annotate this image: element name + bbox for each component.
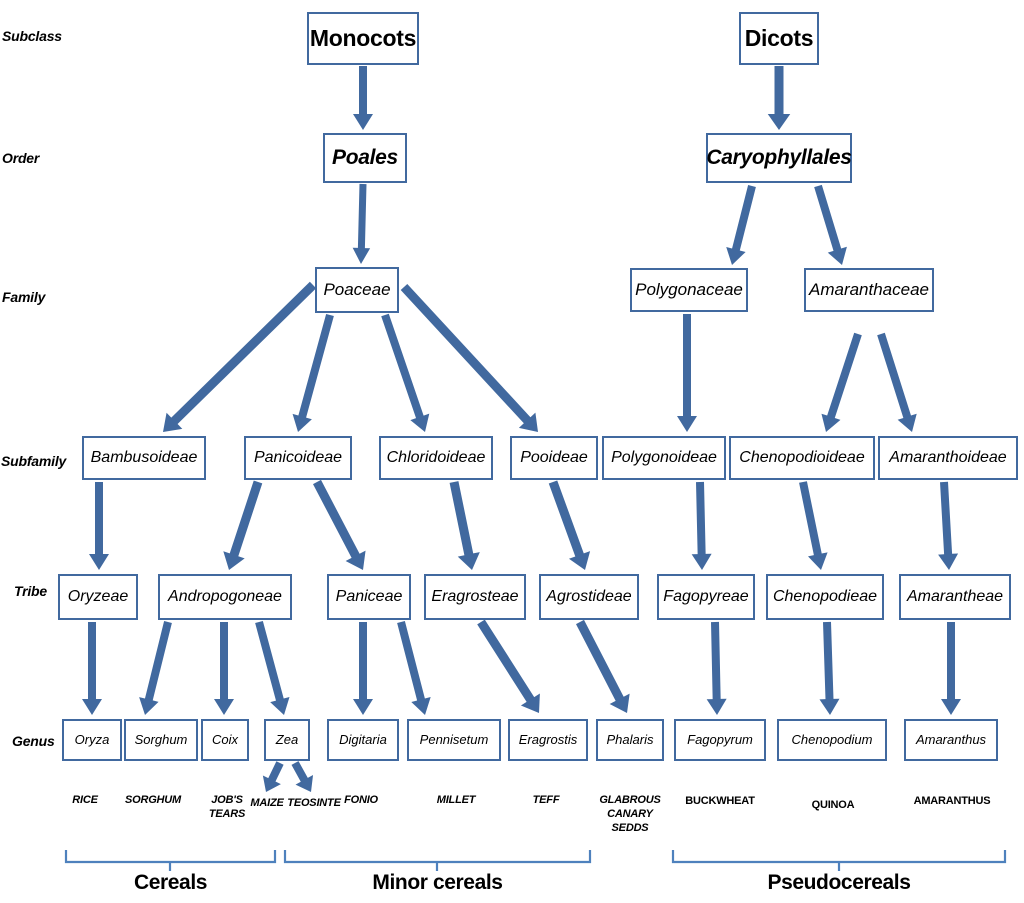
taxon-node-zea[interactable]: Zea bbox=[264, 719, 310, 761]
arrow-andropogoneae-zea bbox=[255, 620, 290, 715]
taxon-node-agrostideae[interactable]: Agrostideae bbox=[539, 574, 639, 620]
arrow-poaceae-chloridoideae bbox=[381, 313, 430, 432]
arrow-agrostideae-phalaris bbox=[576, 619, 630, 713]
arrow-panicoideae-andropogoneae bbox=[223, 480, 263, 570]
taxon-node-dicots[interactable]: Dicots bbox=[739, 12, 819, 65]
arrow-amaranthaceae-amaranthoideae bbox=[877, 332, 917, 432]
common-name-millet: MILLET bbox=[436, 794, 476, 806]
arrow-dicots-caryophyllales bbox=[767, 66, 791, 130]
arrow-caryophyllales-polygonaceae bbox=[726, 185, 756, 265]
arrow-andropogoneae-coix bbox=[214, 622, 234, 715]
taxon-node-amaranthaceae[interactable]: Amaranthaceae bbox=[804, 268, 934, 312]
group-label-cereals: Cereals bbox=[133, 871, 208, 894]
common-name-maize: MAIZE bbox=[250, 797, 284, 809]
taxon-node-chenopodium[interactable]: Chenopodium bbox=[777, 719, 887, 761]
taxon-node-amaranthus[interactable]: Amaranthus bbox=[904, 719, 998, 761]
taxon-node-oryza[interactable]: Oryza bbox=[62, 719, 122, 761]
arrow-chenopodioideae-chenopodieae bbox=[799, 481, 828, 570]
taxon-node-fagopyreae[interactable]: Fagopyreae bbox=[657, 574, 755, 620]
taxon-node-pooideae[interactable]: Pooideae bbox=[510, 436, 598, 480]
taxon-node-pennisetum[interactable]: Pennisetum bbox=[407, 719, 501, 761]
common-name-teosinte: TEOSINTE bbox=[287, 797, 341, 809]
bracket-cereals bbox=[64, 850, 277, 871]
taxon-node-phalaris[interactable]: Phalaris bbox=[596, 719, 664, 761]
arrow-zea-maize bbox=[262, 761, 284, 792]
arrow-monocots-poales bbox=[353, 66, 373, 130]
taxon-node-caryophyllales[interactable]: Caryophyllales bbox=[706, 133, 852, 183]
taxon-node-digitaria[interactable]: Digitaria bbox=[327, 719, 399, 761]
arrow-bambusoideae-oryzeae bbox=[89, 482, 109, 570]
group-label-minor-cereals: Minor cereals bbox=[372, 871, 503, 894]
common-name-quinoa: QUINOA bbox=[811, 799, 855, 811]
taxon-node-eragrosteae[interactable]: Eragrosteae bbox=[424, 574, 526, 620]
taxon-node-poaceae[interactable]: Poaceae bbox=[315, 267, 399, 313]
taxon-node-coix[interactable]: Coix bbox=[201, 719, 249, 761]
common-name-amaranthus: AMARANTHUS bbox=[913, 795, 991, 807]
common-name-teff: TEFF bbox=[532, 794, 560, 806]
taxon-node-polygonaceae[interactable]: Polygonaceae bbox=[630, 268, 748, 312]
arrow-polygonoideae-fagopyreae bbox=[691, 481, 712, 570]
arrow-oryzeae-oryza bbox=[82, 622, 102, 715]
arrow-zea-teosinte bbox=[291, 761, 314, 792]
arrow-poaceae-bambusoideae bbox=[163, 281, 317, 432]
arrow-andropogoneae-sorghum bbox=[139, 621, 172, 715]
taxon-node-bambusoideae[interactable]: Bambusoideae bbox=[82, 436, 206, 480]
arrow-paniceae-pennisetum bbox=[397, 621, 431, 715]
arrow-chenopodieae-chenopodium bbox=[819, 621, 840, 715]
rank-label-tribe: Tribe bbox=[14, 583, 47, 599]
group-label-pseudocereals: Pseudocereals bbox=[767, 871, 911, 894]
arrow-fagopyreae-fagopyrum bbox=[706, 621, 727, 715]
rank-label-subclass: Subclass bbox=[2, 28, 62, 44]
taxon-node-paniceae[interactable]: Paniceae bbox=[327, 574, 411, 620]
rank-label-family: Family bbox=[2, 289, 46, 305]
bracket-minor-cereals bbox=[283, 850, 592, 871]
arrow-poales-poaceae bbox=[352, 183, 371, 264]
rank-label-subfamily: Subfamily bbox=[1, 453, 67, 469]
taxon-node-amaranthoideae[interactable]: Amaranthoideae bbox=[878, 436, 1018, 480]
common-name-rice: RICE bbox=[72, 794, 98, 806]
arrow-caryophyllales-amaranthaceae bbox=[814, 184, 847, 265]
taxon-node-chenopodieae[interactable]: Chenopodieae bbox=[766, 574, 884, 620]
taxon-node-oryzeae[interactable]: Oryzeae bbox=[58, 574, 138, 620]
arrow-amaranthaceae-chenopodioideae bbox=[821, 332, 862, 432]
arrow-amarantheae-amaranthus bbox=[941, 622, 961, 715]
common-name-fonio: FONIO bbox=[344, 794, 378, 806]
arrow-panicoideae-paniceae bbox=[313, 479, 366, 570]
common-name-jobs-tears: JOB'S TEARS bbox=[208, 794, 246, 820]
taxon-node-polygonoideae[interactable]: Polygonoideae bbox=[602, 436, 726, 480]
taxon-node-fagopyrum[interactable]: Fagopyrum bbox=[674, 719, 766, 761]
common-name-sorghum: SORGHUM bbox=[124, 794, 182, 806]
taxon-node-eragrostis[interactable]: Eragrostis bbox=[508, 719, 588, 761]
arrow-eragrosteae-eragrostis bbox=[477, 619, 540, 713]
arrow-amaranthoideae-amarantheae bbox=[938, 481, 959, 570]
arrow-polygonaceae-polygonoideae bbox=[677, 314, 697, 432]
taxon-node-sorghum[interactable]: Sorghum bbox=[124, 719, 198, 761]
arrow-poaceae-panicoideae bbox=[292, 313, 334, 432]
taxon-node-chenopodioideae[interactable]: Chenopodioideae bbox=[729, 436, 875, 480]
bracket-pseudocereals bbox=[671, 850, 1007, 871]
group-brackets bbox=[64, 850, 1007, 871]
taxon-node-amarantheae[interactable]: Amarantheae bbox=[899, 574, 1011, 620]
common-name-buckwheat: BUCKWHEAT bbox=[685, 795, 755, 807]
taxon-node-andropogoneae[interactable]: Andropogoneae bbox=[158, 574, 292, 620]
common-name-glabrous: GLABROUS CANARY SEDDS bbox=[599, 794, 661, 834]
taxon-node-poales[interactable]: Poales bbox=[323, 133, 407, 183]
rank-label-order: Order bbox=[2, 150, 40, 166]
arrow-chloridoideae-eragrosteae bbox=[449, 481, 480, 570]
arrow-pooideae-agrostideae bbox=[548, 480, 591, 570]
taxon-node-monocots[interactable]: Monocots bbox=[307, 12, 419, 65]
rank-label-genus: Genus bbox=[12, 733, 55, 749]
arrow-paniceae-digitaria bbox=[353, 622, 373, 715]
taxon-node-chloridoideae[interactable]: Chloridoideae bbox=[379, 436, 493, 480]
arrow-poaceae-pooideae bbox=[400, 283, 538, 432]
taxon-node-panicoideae[interactable]: Panicoideae bbox=[244, 436, 352, 480]
